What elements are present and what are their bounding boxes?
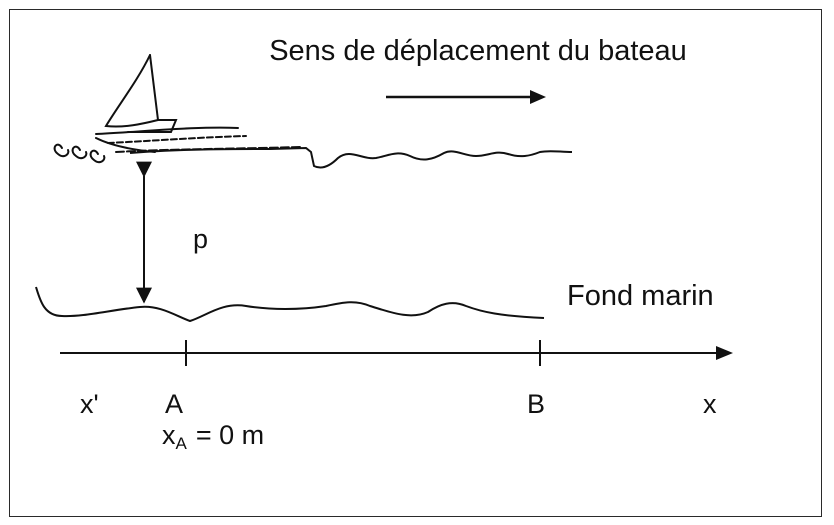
direction-label: Sens de déplacement du bateau <box>269 35 687 67</box>
sea-surface-line <box>129 146 573 169</box>
xa-subscript: A <box>176 434 188 453</box>
direction-arrow <box>386 90 546 104</box>
xa-equation: xA = 0 m <box>162 420 264 453</box>
depth-label: p <box>193 224 208 254</box>
xa-symbol: x <box>162 420 176 450</box>
seabed-line <box>35 286 545 323</box>
axis-left-label: x' <box>80 389 99 419</box>
point-b-label: B <box>527 389 545 419</box>
xa-value: = 0 m <box>196 420 264 450</box>
point-a-label: A <box>165 389 183 419</box>
sailboat-icon <box>53 54 301 164</box>
seabed-label: Fond marin <box>567 280 714 312</box>
axis-right-label: x <box>703 389 717 419</box>
x-axis <box>60 340 733 366</box>
